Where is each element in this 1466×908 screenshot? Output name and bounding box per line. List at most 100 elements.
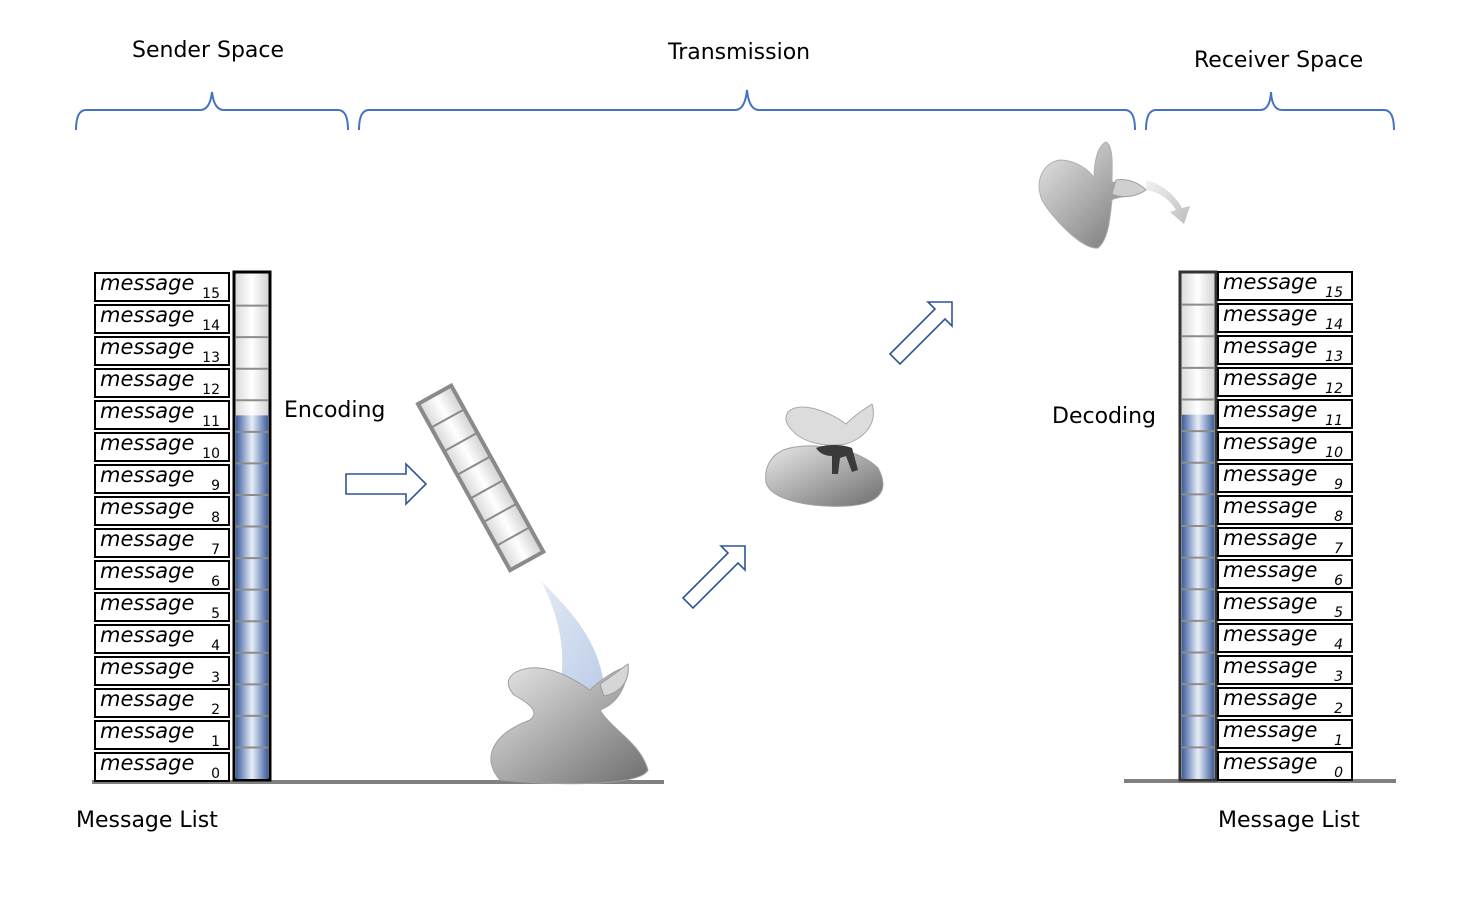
message-row: message 4 (94, 623, 230, 654)
sender-space-header: Sender Space (132, 38, 285, 63)
message-word: message (100, 559, 195, 583)
message-index: 11 (202, 414, 220, 430)
message-index: 2 (1334, 701, 1343, 717)
message-word: message (1223, 718, 1318, 742)
open-bag (490, 663, 649, 785)
message-index: 10 (202, 446, 220, 462)
message-word: message (1223, 302, 1318, 326)
message-word: message (100, 271, 195, 295)
message-word: message (1223, 398, 1318, 422)
message-index: 8 (211, 510, 220, 526)
message-index: 4 (211, 638, 220, 654)
transmission-bracket (358, 89, 1136, 131)
message-word: message (1223, 686, 1318, 710)
message-word: message (1223, 494, 1318, 518)
message-index: 5 (211, 606, 220, 622)
message-row: message 11 (94, 399, 230, 430)
message-index: 13 (202, 350, 220, 366)
message-word: message (100, 527, 195, 551)
message-index: 4 (1334, 637, 1343, 653)
message-row: message 9 (94, 463, 230, 494)
encoding-label: Encoding (284, 398, 386, 423)
message-row: message 10 (1217, 430, 1353, 461)
message-row: message 9 (1217, 462, 1353, 493)
message-word: message (100, 399, 195, 423)
transmission-header: Transmission (668, 40, 811, 65)
message-word: message (100, 463, 195, 487)
message-index: 9 (1334, 477, 1343, 493)
sender-message-list-label: Message List (76, 808, 218, 833)
message-index: 0 (1334, 765, 1343, 781)
message-row: message 2 (94, 687, 230, 718)
message-index: 10 (1325, 445, 1343, 461)
message-word: message (1223, 334, 1318, 358)
message-index: 3 (1334, 669, 1343, 685)
message-word: message (100, 591, 195, 615)
message-index: 6 (211, 574, 220, 590)
tied-bag (765, 403, 884, 507)
message-index: 14 (1325, 317, 1343, 333)
message-row: message 5 (94, 591, 230, 622)
message-word: message (1223, 558, 1318, 582)
emptied-bag (1038, 141, 1147, 249)
message-word: message (100, 303, 195, 327)
message-word: message (100, 367, 195, 391)
message-row: message 15 (1217, 270, 1353, 301)
message-row: message 12 (94, 367, 230, 398)
message-word: message (1223, 590, 1318, 614)
message-row: message 14 (1217, 302, 1353, 333)
message-row: message 0 (94, 751, 230, 782)
message-index: 9 (211, 478, 220, 494)
message-index: 8 (1334, 509, 1343, 525)
message-index: 2 (211, 702, 220, 718)
transmission-arrow-upper (888, 301, 953, 366)
message-row: message 13 (1217, 334, 1353, 365)
pouring-tube (415, 382, 547, 573)
receiver-message-list-label: Message List (1218, 808, 1360, 833)
message-row: message 10 (94, 431, 230, 462)
message-row: message 2 (1217, 686, 1353, 717)
message-index: 6 (1334, 573, 1343, 589)
message-word: message (1223, 430, 1318, 454)
message-word: message (1223, 622, 1318, 646)
message-index: 3 (211, 670, 220, 686)
receiver-space-header: Receiver Space (1194, 48, 1364, 73)
message-index: 13 (1325, 349, 1343, 365)
message-row: message 4 (1217, 622, 1353, 653)
message-word: message (1223, 654, 1318, 678)
transmission-arrow-lower (681, 545, 746, 610)
message-index: 12 (202, 382, 220, 398)
decoding-label: Decoding (1052, 404, 1157, 429)
sender-tube (232, 270, 272, 782)
message-word: message (1223, 462, 1318, 486)
encoding-arrow (345, 462, 428, 506)
message-row: message 6 (94, 559, 230, 590)
message-word: message (100, 431, 195, 455)
pour-out-curved-arrow (1146, 180, 1190, 224)
message-word: message (1223, 270, 1318, 294)
message-index: 1 (211, 734, 220, 750)
message-index: 5 (1334, 605, 1343, 621)
message-word: message (100, 623, 195, 647)
message-word: message (1223, 750, 1318, 774)
message-index: 1 (1334, 733, 1343, 749)
message-index: 7 (211, 542, 220, 558)
message-index: 0 (211, 766, 220, 782)
message-word: message (100, 751, 195, 775)
message-row: message 3 (1217, 654, 1353, 685)
message-index: 15 (202, 286, 220, 302)
message-row: message 7 (94, 527, 230, 558)
message-index: 15 (1325, 285, 1343, 301)
message-word: message (100, 687, 195, 711)
pour-stream (542, 582, 605, 695)
